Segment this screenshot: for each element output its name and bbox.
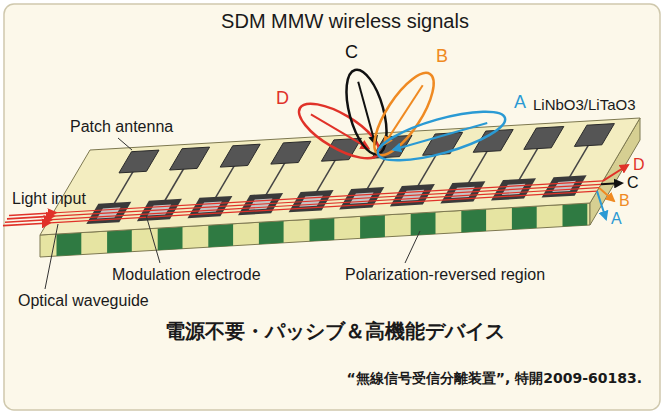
polarization-reversed-block: [360, 215, 385, 239]
beam-lobe: [373, 102, 509, 171]
beam-lobes: [291, 65, 509, 171]
waveguide-line: [52, 188, 599, 220]
waveguide-line: [56, 181, 603, 213]
feed-line: [266, 162, 286, 196]
feed-line: [569, 144, 589, 178]
beam-letter: D: [276, 88, 289, 109]
crystal-substrate: [40, 118, 640, 257]
beam-arrow: [384, 85, 422, 144]
feed-line: [316, 159, 336, 193]
material-label: LiNbO3/LiTaO3: [533, 96, 636, 113]
figure-title: SDM MMW wireless signals: [221, 10, 469, 33]
beam-letter: B: [436, 46, 448, 67]
polarization-reversed-block: [310, 218, 335, 241]
beam-arrow: [358, 82, 375, 144]
polarization-reversed-block: [512, 206, 537, 229]
light-input-arrow: [9, 213, 56, 216]
output-signal-arrow: [601, 183, 622, 184]
output-letter: B: [619, 192, 630, 210]
polarization-reversed-block: [259, 221, 284, 245]
feed-line: [114, 170, 134, 204]
leader-line: [146, 215, 160, 263]
patch-antenna: [574, 124, 614, 147]
leader-line: [405, 231, 420, 263]
feed-line: [164, 167, 184, 201]
polarization-reversed-block: [563, 203, 588, 226]
feed-line: [519, 147, 539, 181]
beam-letter: A: [514, 92, 526, 113]
polarization-reversed-block: [461, 209, 486, 233]
patch-antenna: [170, 147, 210, 170]
leader-line: [118, 138, 132, 150]
waveguide-line: [50, 191, 597, 223]
polarization-reversed-block: [208, 224, 233, 247]
polarization-reversed-block: [107, 230, 132, 253]
patch-antenna: [119, 150, 159, 173]
output-signal-arrow: [599, 188, 614, 201]
patch-antenna: [524, 127, 564, 150]
light-input-arrow: [3, 223, 50, 226]
output-letter: A: [611, 210, 622, 228]
patch-antenna: [271, 141, 311, 164]
part-label: Light input: [12, 190, 86, 208]
light-input-arrow: [7, 216, 54, 219]
patch-antenna: [220, 144, 260, 167]
polarization-reversed-block: [57, 233, 82, 256]
feed-line: [468, 150, 488, 184]
polarization-reversed-block: [158, 227, 183, 251]
output-letter: D: [633, 156, 645, 174]
part-label: Optical waveguide: [18, 292, 149, 310]
output-signal-arrow: [597, 191, 606, 219]
light-input-arrow: [5, 220, 52, 223]
output-letter: C: [627, 174, 639, 192]
substrate-top-face: [40, 118, 640, 235]
part-label: Polarization-reversed region: [345, 266, 545, 284]
feed-line: [215, 165, 235, 199]
output-signal-arrow: [603, 165, 628, 181]
optical-waveguide: [3, 181, 603, 226]
polarization-reversed-block: [411, 212, 436, 235]
part-label: Modulation electrode: [112, 266, 261, 284]
beam-arrow: [311, 114, 369, 148]
background-panel: [4, 4, 660, 410]
waveguide-line: [54, 184, 601, 216]
part-label: Patch antenna: [70, 118, 173, 136]
patent-reference: “無線信号受信分離装置”, 特開2009-60183.: [347, 370, 642, 386]
leader-line: [45, 224, 58, 289]
beam-arrow: [393, 123, 487, 150]
feed-line: [367, 156, 387, 190]
figure-caption: 電源不要・パッシブ＆高機能デバイス: [165, 320, 505, 343]
beam-lobe: [364, 65, 445, 164]
beam-letter: C: [345, 42, 358, 63]
